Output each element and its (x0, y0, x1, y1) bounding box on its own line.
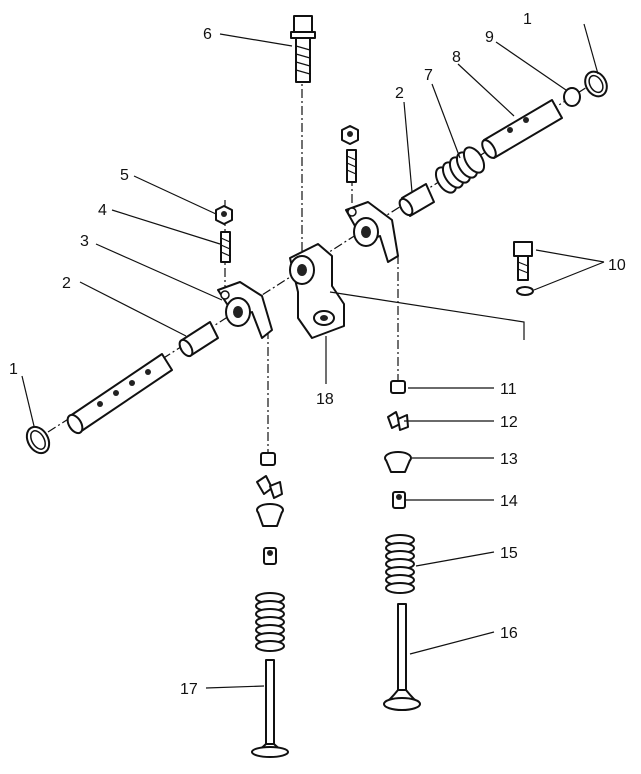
rocker-shaft-left (66, 353, 173, 435)
callout-4: 4 (98, 202, 107, 219)
support-bolt (290, 15, 316, 83)
callout-8: 8 (452, 49, 461, 66)
callout-11: 11 (500, 381, 517, 398)
valve-keepers-right (387, 411, 409, 431)
leader-lines (21, 23, 605, 689)
rocker-arm-left (217, 281, 273, 339)
valve-cap-right (390, 380, 406, 394)
lock-nut-left (215, 205, 233, 225)
callout-3: 3 (80, 233, 89, 250)
rocker-arm-right (345, 201, 399, 263)
valve-spring-left (255, 592, 285, 652)
circlip-left (25, 425, 51, 455)
callout-2-left: 2 (62, 275, 71, 292)
intake-valve (251, 659, 289, 758)
callout-17: 17 (180, 681, 198, 698)
callout-10: 10 (608, 257, 626, 274)
shaft-bushing-left (178, 321, 219, 358)
bolt-10 (513, 241, 533, 281)
shaft-bushing-right (398, 183, 435, 217)
callout-1-left: 1 (9, 361, 18, 378)
valve-seal-right (392, 491, 406, 509)
shaft-plug (563, 87, 581, 107)
callout-7: 7 (424, 67, 433, 84)
valve-seal-left (263, 547, 277, 565)
callout-labels: 1 1 2 2 3 4 5 6 7 8 9 10 11 12 13 14 15 … (9, 11, 626, 698)
callout-14: 14 (500, 493, 518, 510)
callout-6: 6 (203, 26, 212, 43)
callout-13: 13 (500, 451, 518, 468)
adjusting-screw-right (346, 149, 357, 183)
rocker-shaft-support (289, 243, 345, 339)
shaft-spring (434, 146, 486, 194)
exhaust-valve (383, 603, 421, 711)
lock-nut-right (341, 125, 359, 145)
callout-9: 9 (485, 29, 494, 46)
callout-16: 16 (500, 625, 518, 642)
rocker-shaft-right (481, 99, 563, 159)
callout-5: 5 (120, 167, 129, 184)
valve-cap-left (260, 452, 276, 466)
valve-keepers-left (256, 475, 283, 499)
spring-retainer-left (256, 503, 284, 527)
callout-15: 15 (500, 545, 518, 562)
adjusting-screw-left (220, 231, 231, 263)
valve-spring-right (385, 534, 415, 594)
spring-retainer-right (384, 451, 412, 473)
washer-10 (516, 286, 534, 296)
callout-12: 12 (500, 414, 518, 431)
callout-2-right: 2 (395, 85, 404, 102)
circlip-right (584, 70, 608, 98)
callout-18: 18 (316, 391, 334, 408)
callout-1-right: 1 (523, 11, 532, 28)
